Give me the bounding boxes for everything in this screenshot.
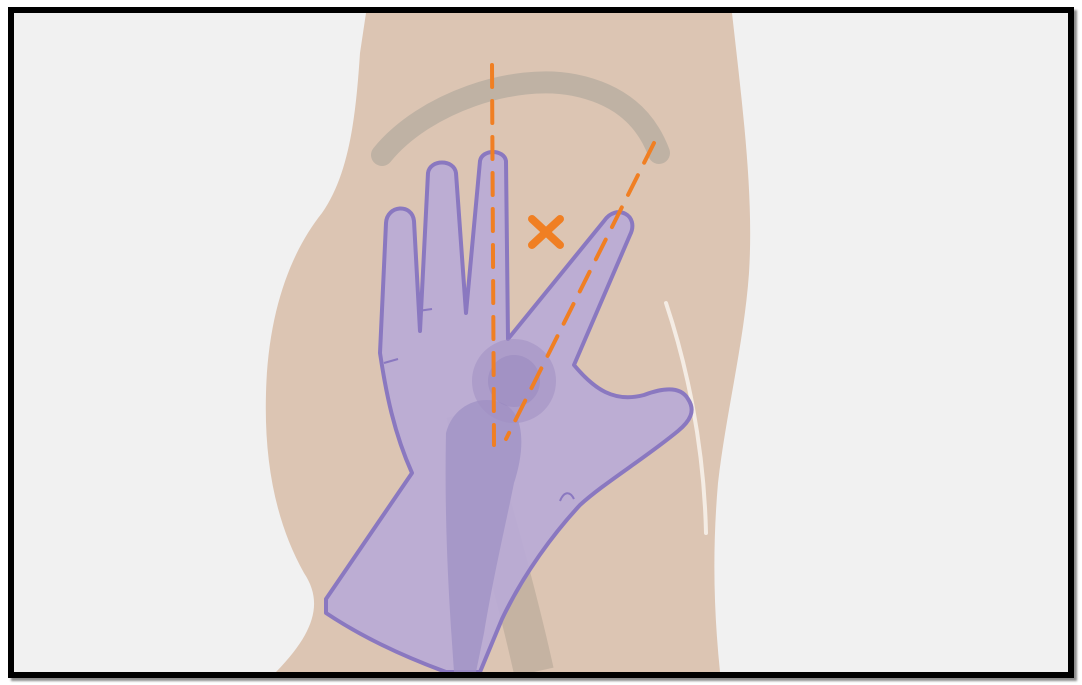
guide-line-vertical: [492, 65, 494, 445]
illustration-frame: [8, 7, 1074, 678]
ventrogluteal-injection-diagram: [14, 13, 1068, 672]
greater-trochanter-landmark-inner: [488, 355, 540, 407]
